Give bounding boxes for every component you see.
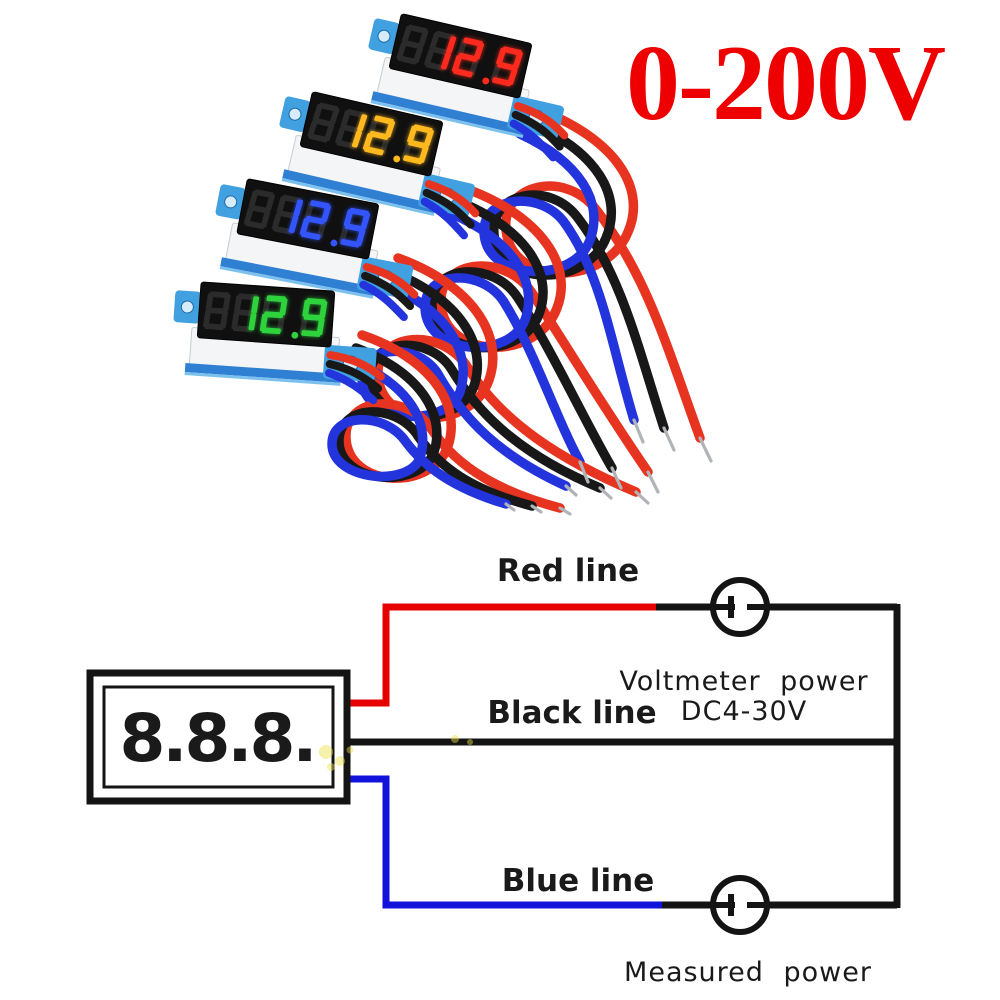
black-line-label: Black line [487, 695, 656, 731]
module-wire-stub-black [325, 360, 383, 393]
display-digits [307, 102, 434, 165]
module-wire-stub-black [511, 110, 564, 151]
display-digits [396, 24, 523, 87]
seven-seg-digit [243, 189, 276, 230]
box-display-reading: 8.8.8. [120, 700, 315, 777]
module-wire-stub-red [362, 263, 419, 299]
display-decimal-point [393, 155, 401, 163]
module-pcb-edge-highlight [281, 178, 435, 217]
module-left-tab-hole [224, 195, 238, 209]
product-photo [173, 13, 713, 516]
voltage-range-label: DC4-30V [681, 696, 807, 727]
watermark-smudge [319, 735, 473, 771]
module-pcb-edge [184, 362, 342, 383]
seven-seg-digit [259, 295, 288, 335]
module-pcb-edge-highlight [219, 266, 374, 299]
seven-seg-digit [335, 108, 368, 149]
blue-line-label: Blue line [502, 863, 655, 899]
module-pcb-edge [220, 257, 376, 296]
display-decimal-point [291, 331, 299, 339]
seven-seg-digit [231, 293, 260, 333]
seven-seg-digit [424, 30, 457, 71]
seven-seg-digit [271, 194, 303, 235]
wire-tips [504, 418, 713, 516]
voltmeter-module-yellow [279, 91, 480, 240]
seven-seg-digit [202, 291, 231, 331]
module-wire-stub-blue [509, 119, 558, 162]
power-source-symbol-top [710, 577, 770, 637]
voltmeter-module-red [368, 13, 569, 162]
seven-seg-digit [490, 46, 523, 87]
wiring-diagram: 8.8.8. Red line Black line Blue line Vol… [86, 553, 901, 988]
voltmeter-power-label: Voltmeter power [619, 666, 868, 697]
module-pcb-edge [371, 91, 526, 136]
voltmeter-modules [173, 13, 569, 405]
module-wire-stub-blue [325, 369, 378, 405]
module-pcb-edge [282, 169, 437, 214]
seven-seg-digit [451, 37, 485, 78]
module-wire-stub-black [361, 271, 415, 311]
module-left-tab-hole [180, 300, 194, 314]
display-decimal-point [330, 239, 338, 247]
module-pcb-edge-highlight [370, 100, 524, 139]
diagram-red-wire [347, 603, 656, 707]
red-line-label: Red line [497, 553, 639, 589]
module-left-tab-hole [377, 29, 391, 43]
display-decimal-point [482, 77, 490, 85]
diagram-blue-wire [347, 775, 662, 909]
module-pcb-edge-highlight [184, 371, 341, 386]
seven-seg-digit [307, 102, 340, 143]
module-wire-stub-red [326, 351, 385, 381]
seven-seg-digit [339, 207, 371, 248]
wire-black-4 [334, 343, 537, 511]
power-source-symbol-bottom [710, 875, 770, 935]
wire-red-4 [341, 330, 565, 513]
measured-power-label: Measured power [624, 957, 872, 988]
module-wire-stub-red [424, 180, 480, 218]
voltmeter-box: 8.8.8. [86, 669, 351, 805]
wire-blue-4 [327, 355, 511, 509]
display-digits [202, 291, 328, 339]
display-digits [243, 189, 371, 248]
module-wire-stub-black [422, 188, 475, 229]
voltmeter-module-blue [215, 178, 419, 322]
seven-seg-digit [362, 115, 396, 156]
seven-seg-digit [401, 124, 434, 165]
seven-seg-digit [299, 298, 328, 337]
module-wire-stub-blue [359, 280, 408, 322]
voltmeter-module-green [173, 281, 385, 405]
module-wire-stub-red [513, 102, 569, 140]
voltage-range-title: 0-200V [626, 24, 946, 143]
seven-seg-digit [299, 200, 331, 240]
module-wire-stub-blue [420, 197, 469, 240]
module-left-tab-hole [288, 107, 302, 121]
seven-seg-digit [396, 24, 429, 65]
wire-tangle [327, 103, 705, 513]
